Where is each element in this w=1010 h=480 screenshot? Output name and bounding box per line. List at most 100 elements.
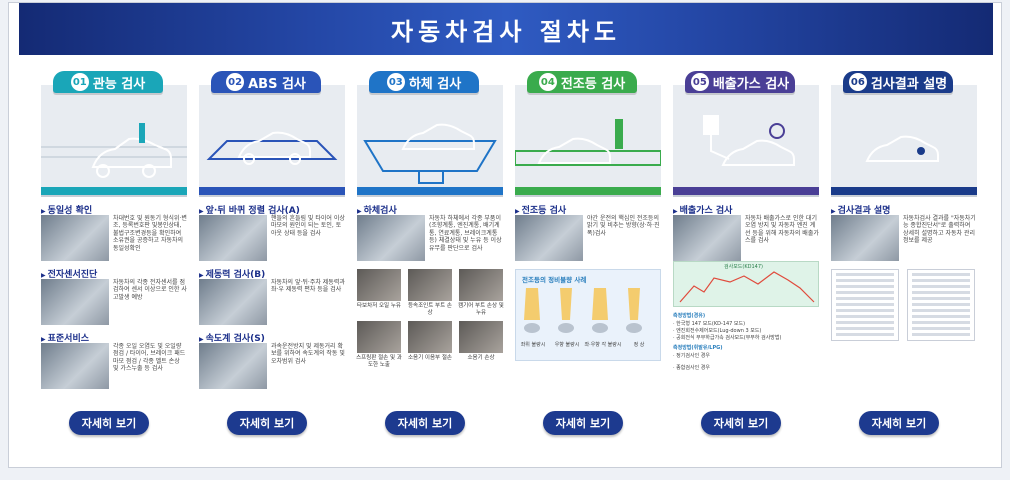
thumb-gear-boot: [459, 269, 503, 301]
case-label: 좌위 불량시: [520, 342, 546, 348]
result-car-icon: [865, 135, 939, 162]
detail-button-step1[interactable]: 자세히 보기: [69, 411, 149, 435]
thumb-caption: 소음기 이음부 절손: [408, 355, 452, 361]
case-label: 우향 불량시: [554, 342, 580, 348]
thumb-caption: 캠기어 부트 손상 및 누유: [458, 303, 504, 316]
photo-headlight: [515, 215, 583, 261]
step-title: 전조등 검사: [560, 76, 626, 92]
headlight-cases-panel: 전조등의 정비불량 사례 좌위 불량시 우향 불량시 좌·우향 각 불량시 정 …: [515, 269, 661, 361]
section-desc: 야간 운전의 핵심인 전조등의 밝기 및 비추는 방향(상·하·진폭)검사: [587, 215, 660, 237]
section-title-underbody: 하체검사: [357, 203, 397, 216]
tab-underbody-inspection: 03 하체 검사: [369, 71, 479, 93]
note-line: · 공회전식 무부하급가속 검사모드(무부하 검사방법): [673, 335, 782, 341]
step-column-3: 03 하체 검사 하체검사 자동차 하체에서 각종 부품이(조향계통, 엔진계통…: [356, 71, 504, 451]
photo-result: [831, 215, 899, 261]
photo-identity-check: [41, 215, 109, 261]
speed-trace-icon: [679, 271, 815, 303]
detail-button-step4[interactable]: 자세히 보기: [543, 411, 623, 435]
cases-title: 전조등의 정비불량 사례: [522, 276, 587, 284]
case-label: 좌·우향 각 불량시: [584, 342, 622, 348]
section-title-sensor: 전자센서진단: [41, 267, 98, 280]
illustration-abs: [199, 85, 345, 197]
illustration-visual-inspection: [41, 85, 187, 197]
note-title: 측정방법(휘발유/LPG): [673, 345, 723, 351]
detail-button-step5[interactable]: 자세히 보기: [701, 411, 781, 435]
report-document-1: [831, 269, 899, 341]
tab-emission-inspection: 05 배출가스 검사: [685, 71, 795, 93]
step-column-2: 02 ABS 검사 앞·뒤 바퀴 정렬 검사(A) 핸들의 흔들림 및 타이어 …: [199, 71, 345, 451]
photo-brake: [199, 279, 267, 325]
illustration-headlight: [515, 85, 661, 197]
thumb-turbo-leak: [357, 269, 401, 301]
section-desc: 자동차 배출가스로 인한 대기오염 방지 및 자동차 엔진 계선 등을 위해 자…: [745, 215, 819, 245]
note-line: · 종합검사인 경우: [673, 365, 710, 371]
photo-emission: [673, 215, 741, 261]
step-number: 06: [848, 73, 867, 91]
page-title: 자동차검사 절차도: [391, 17, 621, 46]
section-desc: 과속운전방지 및 제동거리 확보를 위하여 속도계의 작동 및 오차범위 검사: [271, 343, 345, 365]
tab-visual-inspection: 01 관능 검사: [53, 71, 163, 93]
step-title: ABS 검사: [248, 76, 306, 92]
tab-headlight-inspection: 04 전조등 검사: [527, 71, 637, 93]
step-number: 02: [226, 73, 245, 91]
photo-speedometer: [199, 343, 267, 389]
illustration-emission: [673, 85, 819, 197]
step-column-1: 01 관능 검사 동일성 확인 차대번호 및 원동기 형식위·변조, 등록번호판…: [41, 71, 187, 451]
detail-button-step6[interactable]: 자세히 보기: [859, 411, 939, 435]
step-number: 03: [386, 73, 405, 91]
section-title-alignment: 앞·뒤 바퀴 정렬 검사(A): [199, 203, 300, 216]
section-desc: 차대번호 및 원동기 형식위·변조, 등록번호판 및봉인상태, 불법구조변경등을…: [113, 215, 187, 252]
section-title-service: 표준서비스: [41, 331, 89, 344]
step-column-5: 05 배출가스 검사 배출가스 검사 자동차 배출가스로 인한 대기오염 방지 …: [673, 71, 819, 451]
section-title-brake: 제동력 검사(B): [199, 267, 266, 280]
report-document-2: [907, 269, 975, 341]
step-title: 관능 검사: [92, 76, 146, 92]
emission-tester-icon: [703, 115, 795, 166]
section-desc: 핸들의 흔들림 및 타이어 이상 마모의 원인이 되는 토인, 토아웃 상태 등…: [271, 215, 345, 237]
detail-button-step3[interactable]: 자세히 보기: [385, 411, 465, 435]
section-title-result: 검사결과 설명: [831, 203, 891, 216]
beam-diagram-icon: [524, 288, 642, 333]
photo-sensor-diagnosis: [41, 279, 109, 325]
step-column-6: 06 검사결과 설명 검사결과 설명 자동차검사 결과를 "자동차기능 종합진단…: [831, 71, 977, 451]
note-title: 측정방법(경유): [673, 313, 706, 319]
section-desc: 각종 오일 오염도 및 오일량 점검 / 타이어, 브레이크 패드 마모 점검 …: [113, 343, 186, 373]
case-label: 정 상: [633, 342, 645, 348]
step-title: 검사결과 설명: [870, 76, 948, 92]
step-number: 04: [538, 73, 557, 91]
step-title: 배출가스 검사: [712, 76, 790, 92]
headlight-tester-icon: [515, 119, 661, 166]
thumb-muffler: [459, 321, 503, 353]
page-frame: 자동차검사 절차도 01 관능 검사 동일성 확인 차대번호 및 원동기 형식위…: [8, 2, 1002, 468]
thumb-caption: 타보차저 오일 누유: [357, 303, 401, 309]
illustration-underbody: [357, 85, 503, 197]
section-title-speedometer: 속도계 검사(S): [199, 331, 265, 344]
step-number: 05: [690, 73, 709, 91]
note-line: · 엔진회전수제어모드(Lug-down 3 모드): [673, 328, 762, 334]
illustration-result: [831, 85, 977, 197]
note-line: · 한국형 147 모드(KD-147 모드): [673, 321, 746, 327]
emission-mode-chart: 검사모드(KD147): [673, 261, 819, 307]
note-line: · 정기검사인 경우: [673, 353, 710, 359]
lift-icon: [363, 123, 497, 184]
section-desc: 자동차검사 결과를 "자동차기능 종합진단서"로 출력하여 상세히 설명하고 자…: [903, 215, 976, 245]
thumb-muffler-joint: [408, 321, 452, 353]
title-banner: 자동차검사 절차도: [19, 3, 993, 55]
photo-standard-service: [41, 343, 109, 389]
chart-caption: 검사모드(KD147): [724, 264, 763, 270]
thumb-spring: [357, 321, 401, 353]
tab-abs-inspection: 02 ABS 검사: [211, 71, 321, 93]
thumb-caption: 소음기 손상: [467, 355, 495, 361]
detail-button-step2[interactable]: 자세히 보기: [227, 411, 307, 435]
section-title-headlight: 전조등 검사: [515, 203, 567, 216]
section-title-emission: 배출가스 검사: [673, 203, 733, 216]
photo-underbody: [357, 215, 425, 261]
thumb-caption: 등속조인트 부트 손상: [408, 303, 452, 316]
tab-result-explanation: 06 검사결과 설명: [843, 71, 953, 93]
photo-alignment: [199, 215, 267, 261]
section-desc: 자동차의 앞·뒤·주차 제동력과 좌·우 제동력 편차 등을 검사: [271, 279, 345, 294]
thumb-caption: 스프링판 절손 및 과도한 노출: [356, 355, 402, 368]
section-desc: 자동차의 각종 전자센서를 점검하여 센서 이상으로 인한 사고발생 예방: [113, 279, 187, 301]
step-number: 01: [70, 73, 89, 91]
step-column-4: 04 전조등 검사 전조등 검사 야간 운전의 핵심인 전조등의 밝기 및 비추…: [515, 71, 661, 451]
